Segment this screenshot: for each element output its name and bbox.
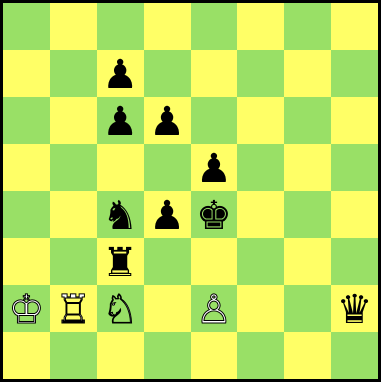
- square-h8[interactable]: [331, 3, 378, 50]
- square-h7[interactable]: [331, 50, 378, 97]
- square-b3[interactable]: [50, 238, 97, 285]
- square-d1[interactable]: [144, 332, 191, 379]
- square-a1[interactable]: [3, 332, 50, 379]
- square-b1[interactable]: [50, 332, 97, 379]
- square-a8[interactable]: [3, 3, 50, 50]
- square-d4[interactable]: ♟: [144, 191, 191, 238]
- square-g1[interactable]: [284, 332, 331, 379]
- square-f7[interactable]: [237, 50, 284, 97]
- square-f8[interactable]: [237, 3, 284, 50]
- square-e2[interactable]: ♙: [191, 285, 238, 332]
- square-c8[interactable]: [97, 3, 144, 50]
- square-e7[interactable]: [191, 50, 238, 97]
- square-a4[interactable]: [3, 191, 50, 238]
- square-d7[interactable]: [144, 50, 191, 97]
- square-f4[interactable]: [237, 191, 284, 238]
- white-rook-icon[interactable]: ♖: [55, 290, 91, 330]
- square-g7[interactable]: [284, 50, 331, 97]
- square-e4[interactable]: ♚: [191, 191, 238, 238]
- white-king-icon[interactable]: ♔: [9, 290, 45, 330]
- square-h1[interactable]: [331, 332, 378, 379]
- square-e3[interactable]: [191, 238, 238, 285]
- square-c1[interactable]: [97, 332, 144, 379]
- square-h6[interactable]: [331, 97, 378, 144]
- square-h2[interactable]: ♛: [331, 285, 378, 332]
- square-d6[interactable]: ♟: [144, 97, 191, 144]
- black-pawn-icon[interactable]: ♟: [149, 196, 185, 236]
- square-d8[interactable]: [144, 3, 191, 50]
- square-b2[interactable]: ♖: [50, 285, 97, 332]
- square-a6[interactable]: [3, 97, 50, 144]
- square-f1[interactable]: [237, 332, 284, 379]
- square-c4[interactable]: ♞: [97, 191, 144, 238]
- black-rook-icon[interactable]: ♜: [102, 243, 138, 283]
- square-e5[interactable]: ♟: [191, 144, 238, 191]
- square-c5[interactable]: [97, 144, 144, 191]
- square-b8[interactable]: [50, 3, 97, 50]
- square-d3[interactable]: [144, 238, 191, 285]
- square-e6[interactable]: [191, 97, 238, 144]
- square-g5[interactable]: [284, 144, 331, 191]
- square-g8[interactable]: [284, 3, 331, 50]
- black-pawn-icon[interactable]: ♟: [149, 102, 185, 142]
- square-g6[interactable]: [284, 97, 331, 144]
- black-pawn-icon[interactable]: ♟: [102, 55, 138, 95]
- square-c2[interactable]: ♘: [97, 285, 144, 332]
- square-f6[interactable]: [237, 97, 284, 144]
- square-c3[interactable]: ♜: [97, 238, 144, 285]
- square-b6[interactable]: [50, 97, 97, 144]
- square-e1[interactable]: [191, 332, 238, 379]
- square-b4[interactable]: [50, 191, 97, 238]
- square-d5[interactable]: [144, 144, 191, 191]
- square-d2[interactable]: [144, 285, 191, 332]
- square-f2[interactable]: [237, 285, 284, 332]
- square-b7[interactable]: [50, 50, 97, 97]
- square-b5[interactable]: [50, 144, 97, 191]
- black-pawn-icon[interactable]: ♟: [102, 102, 138, 142]
- black-knight-icon[interactable]: ♞: [102, 196, 138, 236]
- square-h5[interactable]: [331, 144, 378, 191]
- black-king-icon[interactable]: ♚: [196, 196, 232, 236]
- square-a7[interactable]: [3, 50, 50, 97]
- square-f3[interactable]: [237, 238, 284, 285]
- square-g2[interactable]: [284, 285, 331, 332]
- white-pawn-icon[interactable]: ♙: [196, 290, 232, 330]
- square-h3[interactable]: [331, 238, 378, 285]
- white-knight-icon[interactable]: ♘: [102, 290, 138, 330]
- black-pawn-icon[interactable]: ♟: [196, 149, 232, 189]
- square-a3[interactable]: [3, 238, 50, 285]
- square-g3[interactable]: [284, 238, 331, 285]
- chess-board: ♟ ♟ ♟ ♟ ♞ ♟ ♚ ♜ ♔♖ ♘ ♙ ♛: [2, 2, 379, 380]
- square-g4[interactable]: [284, 191, 331, 238]
- square-c7[interactable]: ♟: [97, 50, 144, 97]
- square-a5[interactable]: [3, 144, 50, 191]
- square-c6[interactable]: ♟: [97, 97, 144, 144]
- black-queen-icon[interactable]: ♛: [337, 290, 373, 330]
- square-f5[interactable]: [237, 144, 284, 191]
- square-e8[interactable]: [191, 3, 238, 50]
- square-a2[interactable]: ♔: [3, 285, 50, 332]
- square-h4[interactable]: [331, 191, 378, 238]
